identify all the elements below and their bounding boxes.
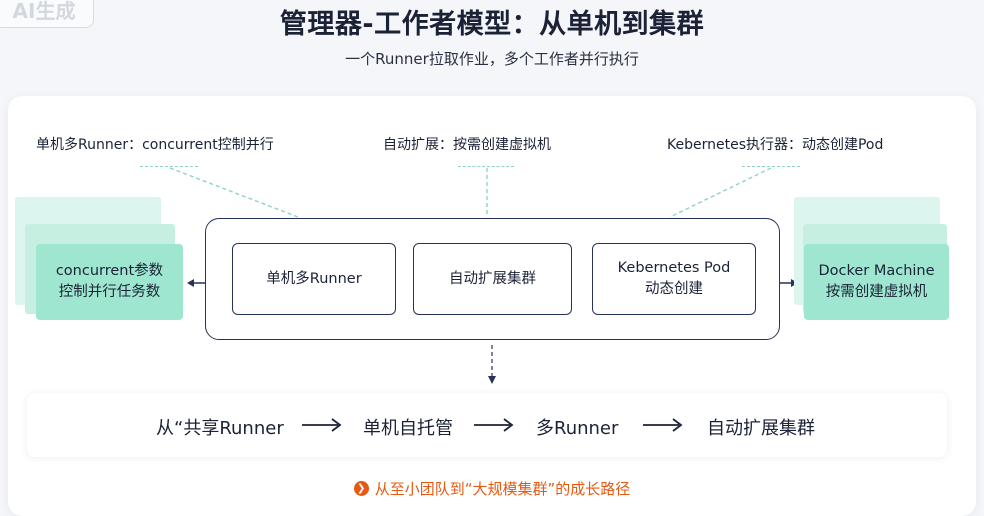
mode-label: Kebernetes Pod: [617, 260, 731, 276]
mode-label: 自动扩展集群: [449, 270, 536, 287]
mode-label: 单机多Runner: [266, 270, 362, 287]
label-kubernetes: Kebernetes执行器：动态创建Pod: [667, 137, 884, 153]
docker-machine-card: Docker Machine 按需创建虚拟机: [804, 244, 949, 320]
card-line: concurrent参数: [55, 263, 164, 279]
mode-autoscale-cluster: 自动扩展集群: [413, 243, 572, 315]
chevron-right-icon: ❯: [353, 481, 369, 496]
flow-step-shared-runner: 从“共享Runner: [156, 418, 284, 439]
mode-single-host-multi-runner: 单机多Runner: [232, 243, 396, 315]
label-single-host: 单机多Runner：concurrent控制并行: [36, 137, 274, 153]
flow-step-self-hosted: 单机自托管: [363, 418, 453, 439]
mode-kubernetes-pod: Kebernetes Pod 动态创建: [592, 243, 756, 315]
label-autoscale: 自动扩展：按需创建虚拟机: [383, 137, 551, 153]
card-line: 控制并行任务数: [58, 284, 161, 300]
dash-underline: [140, 166, 198, 167]
caption-text: 从至小团队到“大规模集群”的成长路径: [374, 480, 631, 498]
mode-sublabel: 动态创建: [644, 281, 703, 297]
dash-underline: [458, 166, 514, 167]
right-arrow-icon: [474, 418, 514, 432]
flow-step-multi-runner: 多Runner: [536, 418, 619, 439]
right-arrow-icon: [643, 418, 683, 432]
card-line: 按需创建虚拟机: [825, 284, 928, 300]
right-arrow-icon: [302, 418, 342, 432]
diagram-title: 管理器-工作者模型：从单机到集群: [279, 9, 705, 40]
card-line: Docker Machine: [818, 263, 935, 279]
growth-caption: ❯ 从至小团队到“大规模集群”的成长路径: [0, 478, 984, 499]
ai-generated-badge: AI生成: [0, 0, 94, 28]
concurrent-param-card: concurrent参数 控制并行任务数: [36, 244, 183, 320]
flow-step-autoscale: 自动扩展集群: [707, 418, 815, 439]
dash-underline: [742, 166, 800, 167]
diagram-subtitle: 一个Runner拉取作业，多个工作者并行执行: [345, 50, 639, 68]
